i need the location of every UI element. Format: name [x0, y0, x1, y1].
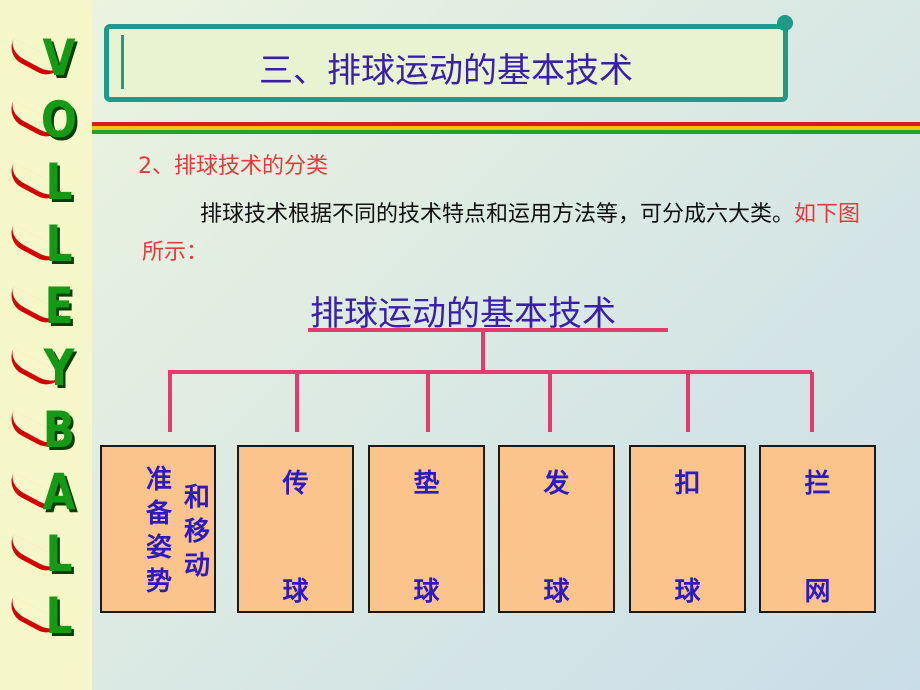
- char: 准: [145, 465, 172, 495]
- letter-glyph: Y: [43, 339, 75, 397]
- technique-box-pass: 传 球: [237, 445, 354, 613]
- technique-box-ready-stance: 准 备 姿 势 和 移 动: [100, 445, 216, 613]
- volleyball-letter: L: [0, 152, 92, 214]
- box-bottom-char: 网: [804, 577, 831, 607]
- technique-box-block: 拦 网: [759, 445, 876, 613]
- stripe-green: [92, 130, 920, 134]
- stripe-divider: [92, 122, 920, 134]
- char: 移: [183, 517, 210, 547]
- char: 和: [183, 483, 210, 513]
- volleyball-letter: E: [0, 276, 92, 338]
- ready-stance-column: 准 备 姿 势: [144, 463, 174, 599]
- technique-box-dig: 垫 球: [368, 445, 485, 613]
- paragraph-highlight: 如下图所示：: [142, 202, 861, 265]
- letter-glyph: A: [42, 463, 76, 521]
- box-bottom-char: 球: [282, 577, 309, 607]
- letter-glyph: L: [45, 215, 73, 273]
- volleyball-letter: L: [0, 524, 92, 586]
- box-top-char: 垫: [413, 469, 440, 499]
- letter-glyph: L: [45, 525, 73, 583]
- movement-column: 和 移 动: [182, 481, 212, 583]
- volleyball-letter: Y: [0, 338, 92, 400]
- volleyball-letter: V: [0, 28, 92, 90]
- diagram-root-title: 排球运动的基本技术: [310, 294, 616, 334]
- box-top-char: 传: [282, 469, 309, 499]
- char: 势: [145, 567, 172, 597]
- subheading: 2、排球技术的分类: [138, 154, 328, 179]
- box-top-char: 发: [543, 469, 570, 499]
- letter-glyph: L: [45, 153, 73, 211]
- volleyball-letter: L: [0, 586, 92, 648]
- intro-paragraph: 排球技术根据不同的技术特点和运用方法等，可分成六大类。如下图所示：: [142, 196, 872, 272]
- char: 姿: [145, 533, 172, 563]
- scroll-curl-decoration: [777, 15, 793, 31]
- box-top-char: 拦: [804, 469, 831, 499]
- stripe-red: [92, 122, 920, 126]
- box-top-char: 扣: [674, 469, 701, 499]
- letter-glyph: B: [42, 401, 76, 459]
- slide-title: 三、排球运动的基本技术: [259, 51, 633, 91]
- volleyball-letter: O: [0, 90, 92, 152]
- box-bottom-char: 球: [674, 577, 701, 607]
- letter-glyph: L: [45, 587, 73, 645]
- box-bottom-char: 球: [413, 577, 440, 607]
- char: 动: [183, 551, 210, 581]
- letter-glyph: V: [42, 29, 76, 87]
- letter-glyph: O: [40, 91, 78, 149]
- letter-glyph: E: [44, 277, 74, 335]
- technique-box-serve: 发 球: [498, 445, 615, 613]
- char: 备: [145, 499, 172, 529]
- box-bottom-char: 球: [543, 577, 570, 607]
- stripe-yellow: [92, 126, 920, 130]
- volleyball-letter: L: [0, 214, 92, 276]
- paragraph-main: 排球技术根据不同的技术特点和运用方法等，可分成六大类。: [200, 202, 795, 227]
- volleyball-letter: A: [0, 462, 92, 524]
- diagram-root-underline: [308, 328, 668, 332]
- technique-box-spike: 扣 球: [629, 445, 746, 613]
- title-banner: 三、排球运动的基本技术: [104, 15, 793, 102]
- volleyball-letter: B: [0, 400, 92, 462]
